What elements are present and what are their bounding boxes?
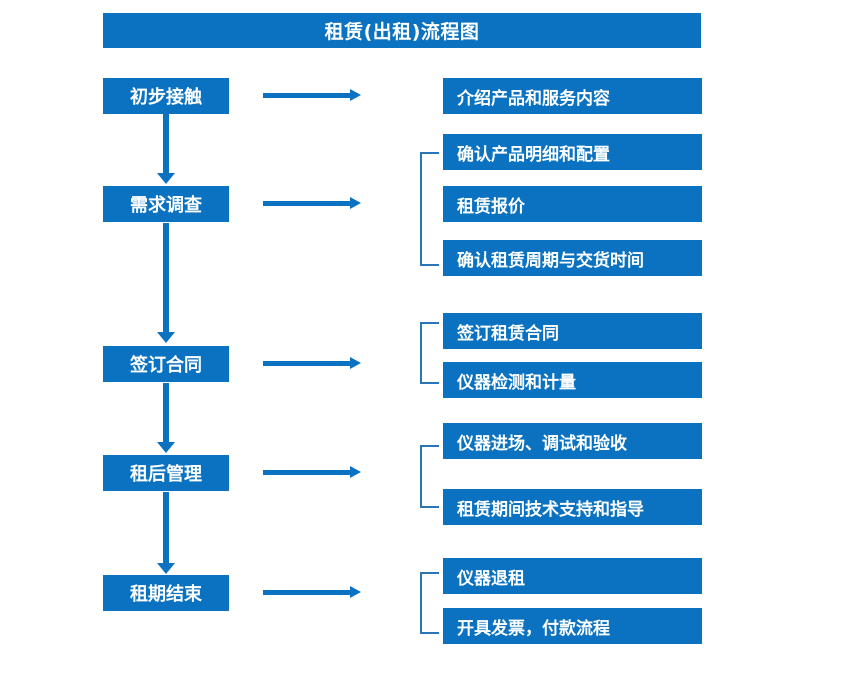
detail-label: 仪器退租 [457,568,525,589]
chart-title-bar: 租赁(出租)流程图 [103,13,701,48]
detail-label: 确认租赁周期与交货时间 [457,250,644,271]
arrow-head [350,197,361,209]
detail-box-confirm-period-delivery[interactable]: 确认租赁周期与交货时间 [443,240,702,276]
stage-box-sign-contract[interactable]: 签订合同 [103,346,229,382]
detail-label: 签订租赁合同 [457,323,559,344]
arrow-right-rental-end [263,584,361,602]
arrow-shaft [263,93,351,98]
arrow-head [350,586,361,598]
arrow-right-sign-contract [263,355,361,373]
arrow-down-survey-to-contract [155,223,177,343]
stage-box-rental-end[interactable]: 租期结束 [103,575,229,611]
detail-box-technical-support[interactable]: 租赁期间技术支持和指导 [443,489,702,525]
group-bracket-sign-contract [420,322,439,384]
detail-label: 租赁期间技术支持和指导 [457,499,644,520]
arrow-down-contact-to-survey [155,114,177,184]
arrow-shaft [263,361,351,366]
stage-label: 签订合同 [130,355,202,376]
stage-box-initial-contact[interactable]: 初步接触 [103,78,229,114]
arrow-shaft [163,383,169,442]
arrow-shaft [263,590,351,595]
arrow-right-demand-survey [263,195,361,213]
arrow-shaft [163,223,169,332]
arrow-down-management-to-end [155,492,177,574]
stage-label: 租期结束 [130,584,202,605]
detail-box-confirm-product-details[interactable]: 确认产品明细和配置 [443,134,702,170]
detail-label: 介绍产品和服务内容 [457,88,610,109]
stage-label: 需求调查 [130,195,202,216]
arrow-head [350,466,361,478]
detail-box-sign-rental-contract[interactable]: 签订租赁合同 [443,313,702,349]
detail-label: 开具发票，付款流程 [457,618,610,639]
arrow-head [157,563,175,574]
group-bracket-post-rental-management [420,445,439,508]
arrow-head [157,173,175,184]
arrow-right-initial-contact [263,87,361,105]
detail-box-rental-quote[interactable]: 租赁报价 [443,186,702,222]
stage-label: 租后管理 [130,464,202,485]
arrow-shaft [163,492,169,563]
stage-label: 初步接触 [130,87,202,108]
group-bracket-rental-end [420,572,439,634]
detail-label: 租赁报价 [457,196,525,217]
arrow-shaft [263,470,351,475]
detail-box-introduce-products[interactable]: 介绍产品和服务内容 [443,78,702,114]
detail-label: 仪器检测和计量 [457,372,576,393]
stage-box-demand-survey[interactable]: 需求调查 [103,186,229,222]
arrow-shaft [263,201,351,206]
stage-box-post-rental-management[interactable]: 租后管理 [103,455,229,491]
arrow-down-contract-to-management [155,383,177,453]
detail-label: 确认产品明细和配置 [457,144,610,165]
arrow-head [350,357,361,369]
detail-box-instrument-return[interactable]: 仪器退租 [443,558,702,594]
detail-label: 仪器进场、调试和验收 [457,433,627,454]
arrow-shaft [163,114,169,173]
group-bracket-demand-survey [420,152,439,266]
page-title: 租赁(出租)流程图 [324,21,480,43]
detail-box-invoice-payment[interactable]: 开具发票，付款流程 [443,608,702,644]
arrow-head [350,89,361,101]
arrow-head [157,332,175,343]
arrow-head [157,442,175,453]
arrow-right-post-rental-management [263,464,361,482]
detail-box-instrument-inspection[interactable]: 仪器检测和计量 [443,362,702,398]
detail-box-instrument-entry-commissioning[interactable]: 仪器进场、调试和验收 [443,423,702,459]
